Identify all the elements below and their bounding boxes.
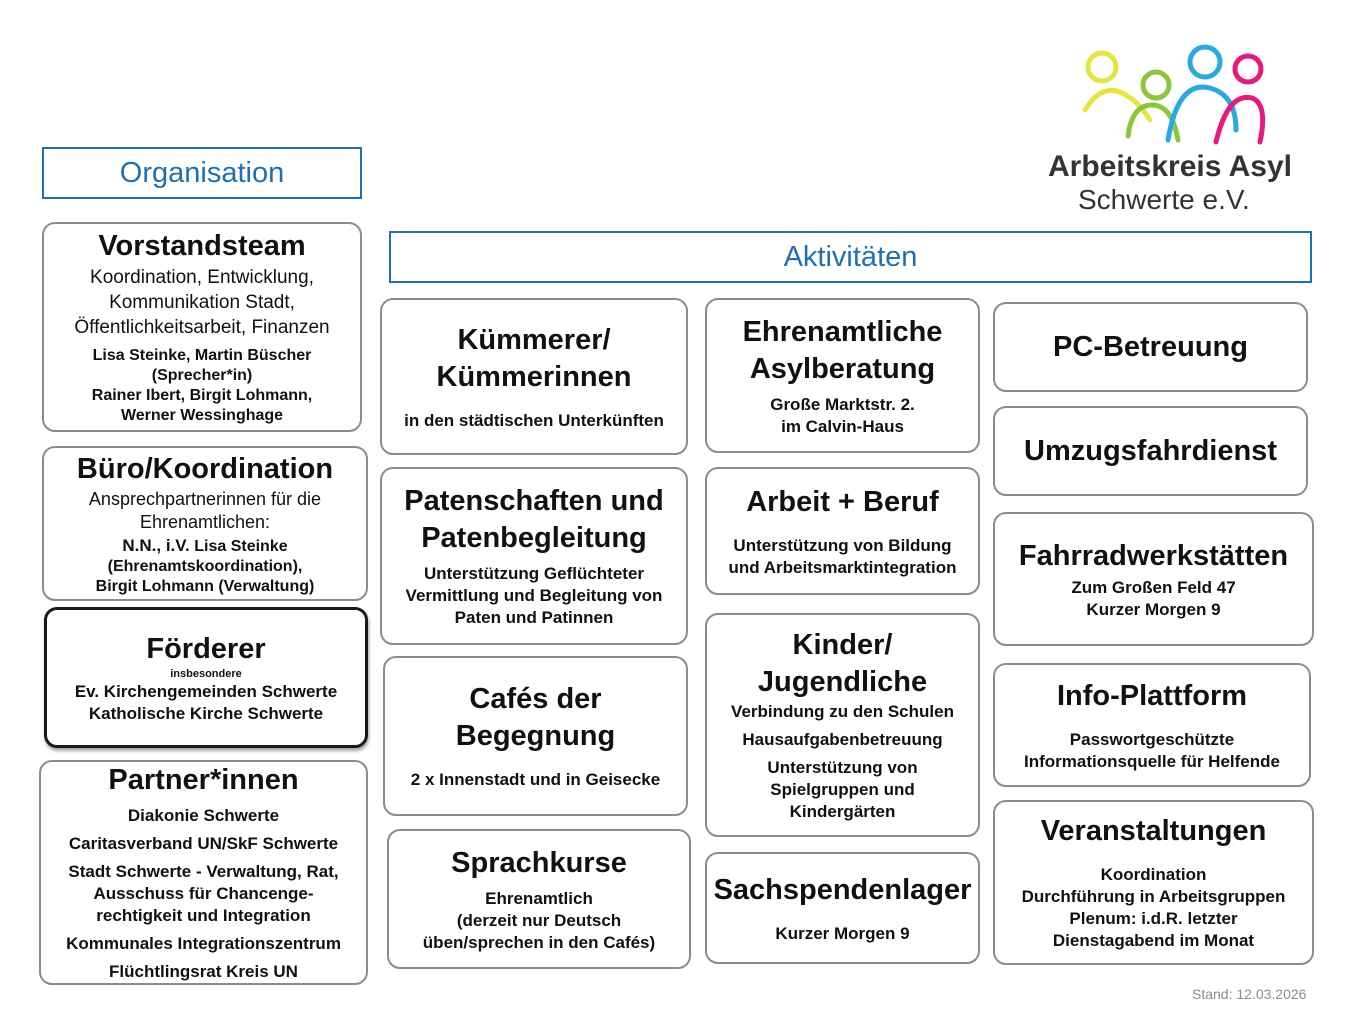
aktivitaeten-header: Aktivitäten	[389, 231, 1312, 283]
vorstandsteam-names-1: Lisa Steinke, Martin Büscher	[92, 347, 312, 364]
kinder-title-2: Jugendliche	[757, 666, 928, 698]
buero-names-3: Birgit Lohmann (Verwaltung)	[95, 577, 315, 595]
asylberatung-box: Ehrenamtliche Asylberatung Große Marktst…	[705, 298, 980, 453]
fahrradwerkstaetten-box: Fahrradwerkstätten Zum Großen Feld 47 Ku…	[993, 512, 1314, 646]
asyl-line-2: im Calvin-Haus	[781, 416, 904, 436]
fahrrad-line-1: Zum Großen Feld 47	[1071, 577, 1236, 597]
sach-title: Sachspendenlager	[713, 873, 972, 906]
info-plattform-box: Info-Plattform Passwortgeschützte Inform…	[993, 663, 1311, 787]
cafes-title-2: Begegnung	[455, 720, 616, 752]
partner-title: Partner*innen	[108, 764, 299, 796]
foerderer-title: Förderer	[146, 632, 266, 665]
foerderer-line-2: Katholische Kirche Schwerte	[88, 703, 324, 723]
foerderer-sub: insbesondere	[170, 667, 242, 680]
organisation-header: Organisation	[42, 147, 362, 199]
partner-item-7: Flüchtlingsrat Kreis UN	[109, 962, 298, 981]
sprach-line-1: Ehrenamtlich	[485, 888, 593, 908]
arbeit-line-1: Unterstützung von Bildung	[733, 535, 952, 555]
partner-item-3: Stadt Schwerte - Verwaltung, Rat,	[68, 862, 339, 881]
patenschaften-box: Patenschaften und Patenbegleitung Unters…	[380, 467, 688, 645]
vorstandsteam-box: Vorstandsteam Koordination, Entwicklung,…	[42, 222, 362, 432]
kuemmerer-title-1: Kümmerer/	[457, 323, 611, 356]
kuemmerer-box: Kümmerer/ Kümmerinnen in den städtischen…	[380, 298, 688, 455]
paten-title-2: Patenbegleitung	[421, 522, 647, 554]
vorstandsteam-names-2: (Sprecher*in)	[151, 367, 253, 384]
info-title: Info-Plattform	[1056, 679, 1248, 712]
fahrrad-line-2: Kurzer Morgen 9	[1086, 599, 1221, 619]
vorstandsteam-title: Vorstandsteam	[98, 230, 306, 262]
vorstandsteam-desc-3: Öffentlichkeitsarbeit, Finanzen	[74, 317, 330, 338]
buero-name-lisa: Lisa Steinke	[194, 537, 288, 555]
partnerinnen-box: Partner*innen Diakonie Schwerte Caritasv…	[39, 760, 368, 985]
asyl-title-2: Asylberatung	[749, 352, 936, 385]
cafes-box: Cafés der Begegnung 2 x Innenstadt und i…	[383, 656, 688, 816]
sach-sub: Kurzer Morgen 9	[775, 923, 910, 943]
info-line-2: Informationsquelle für Helfende	[1024, 751, 1280, 771]
paten-title-1: Patenschaften und	[404, 485, 664, 517]
veranst-line-2: Durchführung in Arbeitsgruppen	[1021, 887, 1286, 906]
paten-line-1: Unterstützung Geflüchteter	[423, 564, 645, 583]
pc-betreuung-box: PC-Betreuung	[993, 302, 1308, 392]
paten-line-2: Vermittlung und Begleitung von	[405, 586, 663, 605]
foerderer-line-1: Ev. Kirchengemeinden Schwerte	[74, 681, 338, 701]
buero-koordination-box: Büro/Koordination Ansprechpartnerinnen f…	[42, 446, 368, 601]
buero-nn: N.N., i.V.	[122, 535, 190, 555]
arbeit-title: Arbeit + Beruf	[746, 485, 939, 518]
vorstandsteam-names-3: Rainer Ibert, Birgit Lohmann,	[91, 387, 313, 404]
veranst-line-1: Koordination	[1100, 865, 1207, 884]
foerderer-box: Förderer insbesondere Ev. Kirchengemeind…	[44, 607, 368, 748]
sprachkurse-box: Sprachkurse Ehrenamtlich (derzeit nur De…	[387, 829, 691, 969]
sprach-line-3: üben/sprechen in den Cafés)	[422, 932, 656, 952]
partner-item-6: Kommunales Integrationszentrum	[66, 934, 341, 953]
kinder-title-1: Kinder/	[792, 629, 893, 661]
paten-line-3: Paten und Patinnen	[454, 608, 614, 627]
kinder-line-4: Spielgruppen und	[770, 780, 915, 799]
logo-name-line1: Arbeitskreis Asyl	[1048, 150, 1293, 183]
buero-title: Büro/Koordination	[76, 452, 334, 485]
arbeit-beruf-box: Arbeit + Beruf Unterstützung von Bildung…	[705, 467, 980, 595]
partner-item-2: Caritasverband UN/SkF Schwerte	[68, 834, 339, 853]
veranst-line-4: Dienstagabend im Monat	[1052, 931, 1255, 950]
arbeitskreis-asyl-logo	[1082, 44, 1266, 145]
buero-names-2: (Ehrenamtskoordination),	[107, 557, 303, 575]
veranst-line-3: Plenum: i.d.R. letzter	[1069, 909, 1238, 928]
cafes-sub: 2 x Innenstadt und in Geisecke	[410, 770, 661, 789]
logo-name-line2: Schwerte e.V.	[1078, 184, 1250, 215]
asyl-title-1: Ehrenamtliche	[742, 315, 943, 348]
stand-date: Stand: 12.03.2026	[1192, 986, 1307, 1002]
veranstaltungen-box: Veranstaltungen Koordination Durchführun…	[993, 800, 1314, 965]
sachspendenlager-box: Sachspendenlager Kurzer Morgen 9	[705, 852, 980, 964]
buero-desc-1: Ansprechpartnerinnen für die	[88, 488, 322, 509]
vorstandsteam-desc-2: Kommunikation Stadt,	[109, 292, 295, 313]
kinder-line-1: Verbindung zu den Schulen	[731, 702, 954, 721]
partner-item-1: Diakonie Schwerte	[127, 806, 280, 825]
kuemmerer-title-2: Kümmerinnen	[436, 360, 632, 393]
partner-item-5: rechtigkeit und Integration	[96, 906, 311, 925]
kuemmerer-sub: in den städtischen Unterkünften	[404, 410, 664, 430]
sprach-title: Sprachkurse	[451, 846, 627, 879]
kinder-jugendliche-box: Kinder/ Jugendliche Verbindung zu den Sc…	[705, 613, 980, 837]
vorstandsteam-desc-1: Koordination, Entwicklung,	[90, 267, 314, 288]
vorstandsteam-names-4: Werner Wessinghage	[120, 407, 284, 424]
kinder-line-2: Hausaufgabenbetreuung	[742, 730, 943, 749]
kinder-line-3: Unterstützung von	[767, 758, 918, 777]
arbeit-line-2: und Arbeitsmarktintegration	[728, 557, 957, 577]
partner-item-4: Ausschuss für Chancenge-	[93, 884, 314, 903]
umzugsfahrdienst-box: Umzugsfahrdienst	[993, 406, 1308, 496]
cafes-title-1: Cafés der	[469, 683, 602, 715]
veranst-title: Veranstaltungen	[1040, 815, 1267, 847]
kinder-line-5: Kindergärten	[789, 802, 896, 821]
sprach-line-2: (derzeit nur Deutsch	[456, 910, 622, 930]
buero-desc-2: Ehrenamtlichen:	[139, 511, 271, 532]
umzug-title: Umzugsfahrdienst	[1024, 434, 1277, 467]
buero-names-1: N.N., i.V. Lisa Steinke	[122, 536, 287, 557]
pc-title: PC-Betreuung	[1053, 330, 1248, 363]
fahrrad-title: Fahrradwerkstätten	[1018, 539, 1289, 572]
asyl-line-1: Große Marktstr. 2.	[770, 394, 915, 414]
info-line-1: Passwortgeschützte	[1069, 729, 1235, 749]
